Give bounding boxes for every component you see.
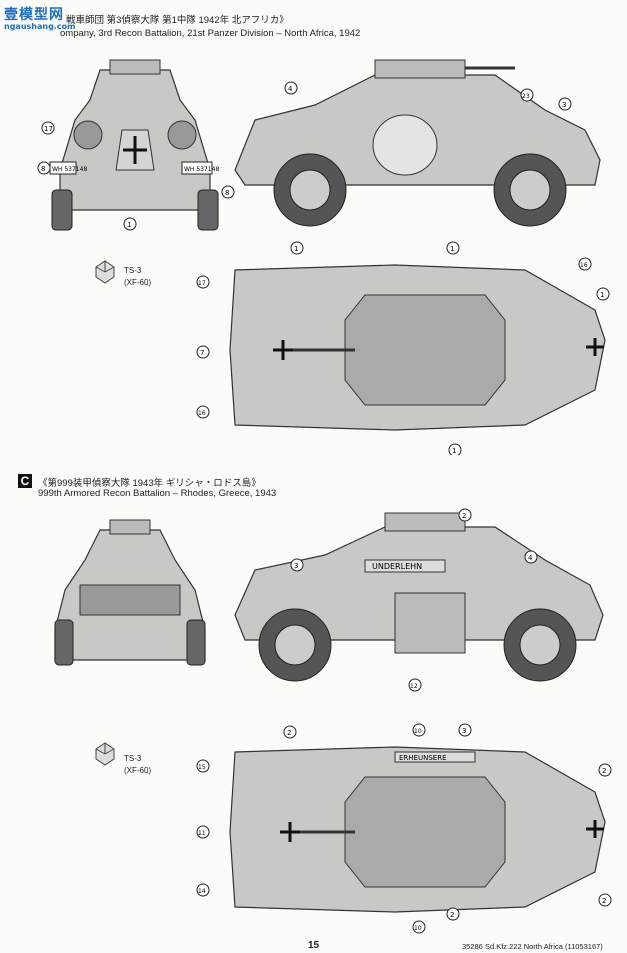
section-c-front-view xyxy=(54,519,206,666)
front-plate-left: WH 537148 xyxy=(52,166,87,173)
section-b-heading-en: ompany, 3rd Recon Battalion, 21st Panzer… xyxy=(60,28,361,39)
callout-1: 1 xyxy=(127,221,131,229)
section-c-letter: C xyxy=(18,474,32,488)
callout-1-right: 1 xyxy=(600,291,604,299)
callout-1-bottom: 1 xyxy=(452,447,456,455)
site-logo: 壹模型网 xyxy=(4,7,64,23)
callout-2-bottom: 2 xyxy=(450,911,454,919)
callout-2-top: 2 xyxy=(287,729,291,737)
section-b-heading-jp: 戦車師団 第3偵察大隊 第1中隊 1942年 北アフリカ》 xyxy=(66,15,289,26)
callout-2-side: 2 xyxy=(462,512,466,520)
callout-4-side: 4 xyxy=(528,554,533,562)
section-b-top-view: 1 1 16 1 17 7 16 1 xyxy=(196,241,610,455)
side-script: UNDERLEHN xyxy=(372,562,422,571)
callout-3: 3 xyxy=(562,101,566,109)
callout-16-left: 16 xyxy=(198,410,206,417)
callout-2-right: 2 xyxy=(602,767,606,775)
front-plate-right: WH 537148 xyxy=(184,166,219,173)
paint-chip-icon xyxy=(95,260,115,284)
section-c-heading-jp: 《第999装甲偵察大隊 1943年 ギリシャ・ロドス島》 xyxy=(38,478,261,489)
section-c-top-view: ERHEUNSERE 2 10 3 15 11 14 2 2 10 2 xyxy=(196,723,612,934)
callout-17: 17 xyxy=(44,125,53,133)
top-script: ERHEUNSERE xyxy=(399,754,447,762)
callout-1-top: 1 xyxy=(294,245,298,253)
callout-1-top2: 1 xyxy=(450,245,454,253)
callout-4: 4 xyxy=(288,85,293,93)
callout-12: 12 xyxy=(410,683,418,690)
callout-8: 8 xyxy=(41,165,45,173)
product-code: 35286 Sd.Kfz.222 North Africa (11053167) xyxy=(462,942,603,951)
callout-11: 11 xyxy=(198,830,206,837)
section-c-heading-en: 999th Armored Recon Battalion – Rhodes, … xyxy=(38,488,277,499)
callout-17-top: 17 xyxy=(198,280,206,287)
section-b-paint-alt: (XF-60) xyxy=(124,278,152,287)
callout-3-side: 3 xyxy=(294,562,298,570)
callout-23: 23 xyxy=(522,93,530,100)
section-c-paint-code: TS-3 xyxy=(124,754,142,763)
callout-8b: 8 xyxy=(225,189,229,197)
section-c-side-view: UNDERLEHN 2 3 4 12 xyxy=(234,508,604,692)
page-number: 15 xyxy=(308,940,320,951)
section-b-front-view: WH 537148 WH 537148 17 8 1 8 xyxy=(37,59,235,231)
paint-chip-icon-c xyxy=(95,742,115,766)
callout-10-bottom: 10 xyxy=(414,925,422,932)
site-logo-url: ngaushang.com xyxy=(4,22,76,31)
section-c-paint-alt: (XF-60) xyxy=(124,766,152,775)
section-b-side-view: 4 23 3 xyxy=(234,59,601,227)
callout-14: 14 xyxy=(198,888,206,895)
callout-7: 7 xyxy=(200,349,204,357)
callout-10: 10 xyxy=(414,728,422,735)
callout-3-top: 3 xyxy=(462,727,466,735)
callout-2-right2: 2 xyxy=(602,897,606,905)
callout-15: 15 xyxy=(198,764,206,771)
section-b-paint-code: TS-3 xyxy=(124,266,142,275)
callout-16: 16 xyxy=(580,262,588,269)
